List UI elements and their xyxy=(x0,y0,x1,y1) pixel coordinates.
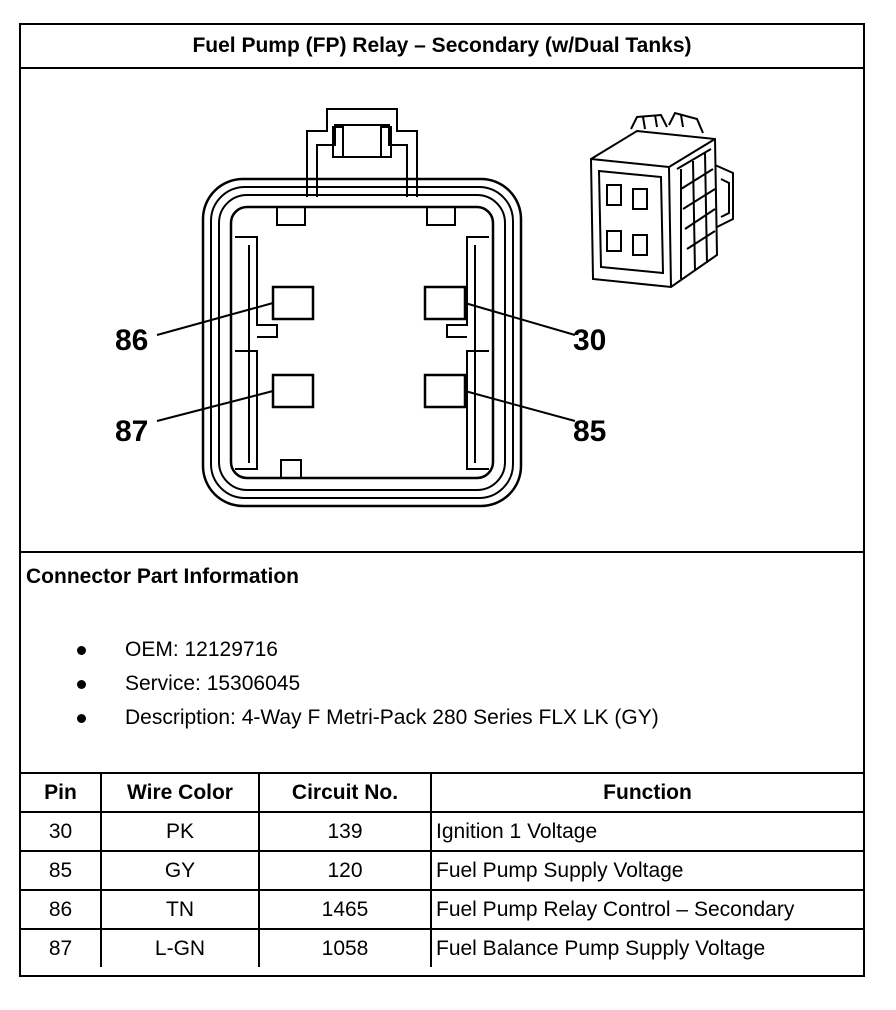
table-row: 87 L-GN 1058 Fuel Balance Pump Supply Vo… xyxy=(21,928,863,967)
cell-circuit-no: 1058 xyxy=(258,928,432,967)
list-item: Description: 4-Way F Metri-Pack 280 Seri… xyxy=(77,701,659,735)
header-function: Function xyxy=(430,772,863,813)
connector-part-information: Connector Part Information OEM: 12129716… xyxy=(21,553,863,772)
section-heading: Connector Part Information xyxy=(26,565,300,588)
cell-function: Fuel Balance Pump Supply Voltage xyxy=(430,928,863,967)
header-pin: Pin xyxy=(21,772,102,813)
connector-isometric-icon xyxy=(589,111,734,289)
cell-pin: 30 xyxy=(21,811,102,852)
list-item: OEM: 12129716 xyxy=(77,633,659,667)
pin-label-86: 86 xyxy=(115,324,148,357)
bullet-icon xyxy=(77,680,86,689)
cell-pin: 85 xyxy=(21,850,102,891)
cell-pin: 87 xyxy=(21,928,102,967)
part-info-list: OEM: 12129716 Service: 15306045 Descript… xyxy=(77,633,659,735)
oem-part-number: OEM: 12129716 xyxy=(125,638,278,661)
cell-wire-color: TN xyxy=(100,889,260,930)
cell-function: Ignition 1 Voltage xyxy=(430,811,863,852)
cell-pin: 86 xyxy=(21,889,102,930)
cell-function: Fuel Pump Relay Control – Secondary xyxy=(430,889,863,930)
pin-label-87: 87 xyxy=(115,415,148,448)
connector-diagram: 86 30 87 85 xyxy=(21,69,863,553)
bullet-icon xyxy=(77,646,86,655)
cell-wire-color: PK xyxy=(100,811,260,852)
service-part-number: Service: 15306045 xyxy=(125,672,301,695)
cell-circuit-no: 120 xyxy=(258,850,432,891)
table-header-row: Pin Wire Color Circuit No. Function xyxy=(21,772,863,813)
connector-description: Description: 4-Way F Metri-Pack 280 Seri… xyxy=(125,706,659,729)
cell-wire-color: L-GN xyxy=(100,928,260,967)
cell-wire-color: GY xyxy=(100,850,260,891)
cell-function: Fuel Pump Supply Voltage xyxy=(430,850,863,891)
pin-table: Pin Wire Color Circuit No. Function 30 P… xyxy=(21,772,863,967)
table-row: 85 GY 120 Fuel Pump Supply Voltage xyxy=(21,850,863,891)
bullet-icon xyxy=(77,714,86,723)
cell-circuit-no: 139 xyxy=(258,811,432,852)
connector-sheet: Fuel Pump (FP) Relay – Secondary (w/Dual… xyxy=(19,23,865,977)
page-title: Fuel Pump (FP) Relay – Secondary (w/Dual… xyxy=(21,25,863,69)
header-circuit-no: Circuit No. xyxy=(258,772,432,813)
connector-face-icon: 86 30 87 85 xyxy=(115,108,734,508)
cell-circuit-no: 1465 xyxy=(258,889,432,930)
table-row: 30 PK 139 Ignition 1 Voltage xyxy=(21,811,863,852)
list-item: Service: 15306045 xyxy=(77,667,659,701)
table-row: 86 TN 1465 Fuel Pump Relay Control – Sec… xyxy=(21,889,863,930)
pin-label-85: 85 xyxy=(573,415,606,448)
header-wire-color: Wire Color xyxy=(100,772,260,813)
pin-label-30: 30 xyxy=(573,324,606,357)
